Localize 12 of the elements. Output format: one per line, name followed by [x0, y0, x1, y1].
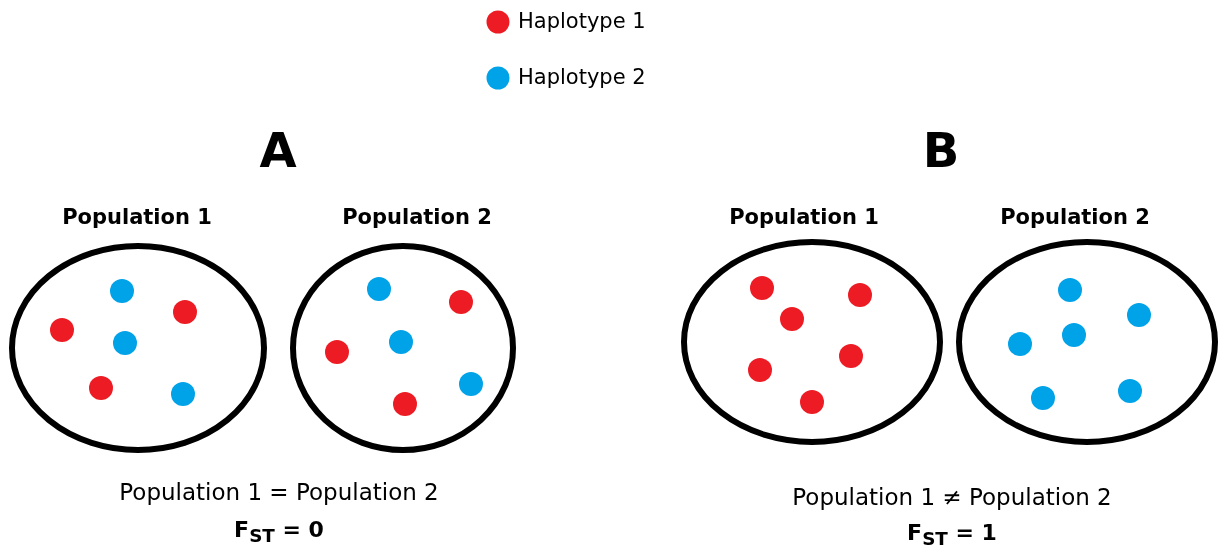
comparison-text: Population 1 ≠ Population 2	[792, 484, 1112, 511]
population-heading: Population 1	[61, 204, 213, 230]
population-heading: Population 2	[341, 204, 493, 230]
panel-letter: B	[922, 121, 960, 178]
comparison-text: Population 1 = Population 2	[119, 479, 439, 506]
fst-value: F$_{ST}$ = 1	[907, 519, 997, 545]
legend-label: Haplotype 1	[518, 8, 646, 34]
panel-letter: A	[259, 121, 297, 178]
fst-value: F$_{ST}$ = 0	[234, 516, 324, 542]
legend-label: Haplotype 2	[518, 64, 646, 90]
population-heading: Population 1	[728, 204, 880, 230]
population-heading: Population 2	[999, 204, 1151, 230]
